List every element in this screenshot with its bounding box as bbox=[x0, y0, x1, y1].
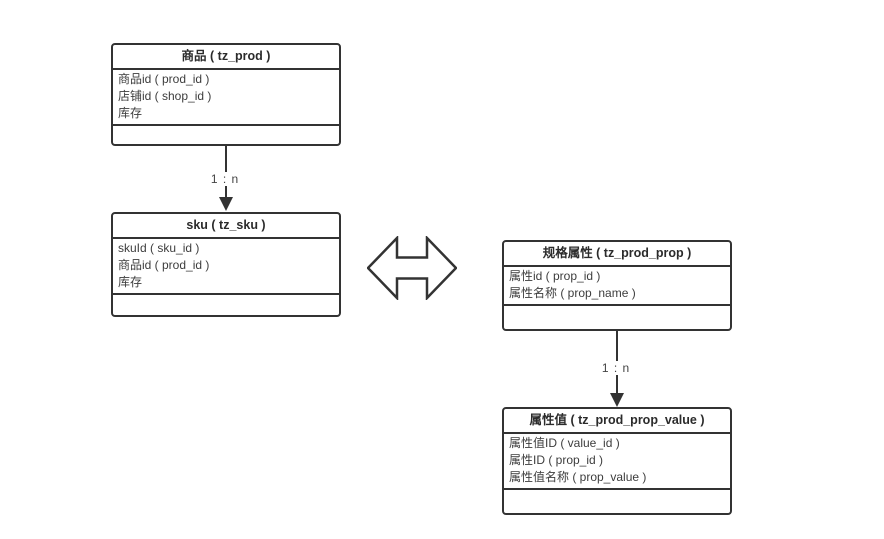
table-title-prod-prop-value: 属性值 ( tz_prod_prop_value ) bbox=[504, 409, 730, 434]
entity-table-prod: 商品 ( tz_prod ) 商品id ( prod_id ) 店铺id ( s… bbox=[111, 43, 341, 146]
table-title-prod-prop: 规格属性 ( tz_prod_prop ) bbox=[504, 242, 730, 267]
field-row: 店铺id ( shop_id ) bbox=[118, 89, 212, 103]
arrowhead-down-icon bbox=[610, 393, 624, 407]
double-arrow-icon bbox=[367, 236, 457, 300]
field-row: 库存 bbox=[118, 275, 143, 289]
table-empty-section bbox=[504, 306, 730, 329]
field-row: 属性值ID ( value_id ) bbox=[509, 436, 620, 450]
table-title-sku: sku ( tz_sku ) bbox=[113, 214, 339, 239]
entity-table-sku: sku ( tz_sku ) skuId ( sku_id ) 商品id ( p… bbox=[111, 212, 341, 317]
field-row: skuId ( sku_id ) bbox=[118, 241, 200, 255]
table-fields-sku: skuId ( sku_id ) 商品id ( prod_id ) 库存 bbox=[113, 239, 339, 295]
table-empty-section bbox=[113, 295, 339, 315]
table-title-prod: 商品 ( tz_prod ) bbox=[113, 45, 339, 70]
field-row: 属性值名称 ( prop_value ) bbox=[509, 470, 647, 484]
table-empty-section bbox=[113, 126, 339, 144]
field-row: 库存 bbox=[118, 106, 143, 120]
arrowhead-down-icon bbox=[219, 197, 233, 211]
table-empty-section bbox=[504, 490, 730, 513]
field-row: 属性ID ( prop_id ) bbox=[509, 453, 604, 467]
entity-table-prod-prop-value: 属性值 ( tz_prod_prop_value ) 属性值ID ( value… bbox=[502, 407, 732, 515]
table-fields-prod: 商品id ( prod_id ) 店铺id ( shop_id ) 库存 bbox=[113, 70, 339, 126]
field-row: 属性名称 ( prop_name ) bbox=[509, 286, 636, 300]
table-fields-prod-prop: 属性id ( prop_id ) 属性名称 ( prop_name ) bbox=[504, 267, 730, 306]
table-fields-prod-prop-value: 属性值ID ( value_id ) 属性ID ( prop_id ) 属性值名… bbox=[504, 434, 730, 490]
field-row: 属性id ( prop_id ) bbox=[509, 269, 601, 283]
relation-cardinality-label: 1 : n bbox=[593, 361, 639, 375]
field-row: 商品id ( prod_id ) bbox=[118, 72, 210, 86]
field-row: 商品id ( prod_id ) bbox=[118, 258, 210, 272]
entity-table-prod-prop: 规格属性 ( tz_prod_prop ) 属性id ( prop_id ) 属… bbox=[502, 240, 732, 331]
relation-cardinality-label: 1 : n bbox=[202, 172, 248, 186]
